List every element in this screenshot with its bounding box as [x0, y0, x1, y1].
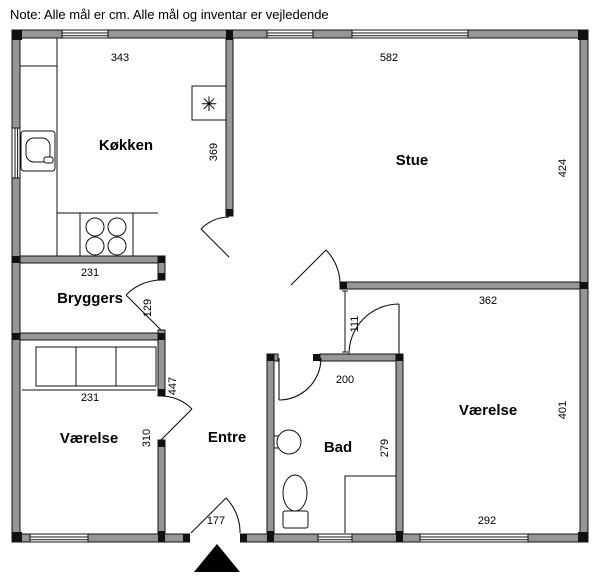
interior-walls [19, 37, 581, 535]
wall-kokken-bottom [19, 255, 166, 264]
wall-bryggers-vaerelse-divider [19, 332, 159, 341]
shower-area [344, 475, 396, 533]
door-entrance [190, 497, 241, 534]
dim-line-passage [342, 290, 348, 353]
room-label-bryggers: Bryggers [57, 290, 123, 307]
wall-bad-top [319, 353, 404, 362]
fixtures: ✳ [20, 38, 396, 533]
window-vaerelse-left-bottom [29, 534, 89, 542]
dim-vaerelse-left-depth: 310 [141, 429, 153, 447]
kitchen-counter [20, 38, 158, 256]
stove-asterisk-icon: ✳ [201, 94, 218, 116]
dim-bryggers-width: 231 [81, 267, 99, 279]
window-kokken-top [61, 30, 109, 38]
stove-oven: ✳ [191, 85, 227, 121]
dim-vaerelse-right-width-bottom: 292 [478, 515, 496, 527]
dim-entre-depth: 447 [167, 377, 179, 395]
window-kokken-left [12, 127, 20, 179]
window-vaerelse-right-bottom [419, 534, 529, 542]
room-label-vaerelse-left: Værelse [60, 430, 118, 447]
dim-entre-width-bottom: 177 [207, 515, 225, 527]
entrance-opening [190, 533, 240, 544]
dim-stue-depth: 424 [557, 159, 569, 177]
doors [125, 216, 400, 534]
wall-bad-right [395, 353, 404, 535]
kitchen-sink [20, 130, 56, 172]
dim-bryggers-door: 129 [142, 299, 154, 317]
window-stue-top-right [351, 30, 469, 38]
wall-kokken-stue-divider [225, 37, 234, 217]
room-label-kokken: Køkken [99, 137, 153, 154]
dim-bad-depth: 279 [379, 439, 391, 457]
note-text: Note: Alle mål er cm. Alle mål og invent… [10, 7, 329, 22]
dim-stue-width: 582 [380, 52, 398, 64]
door-stue [290, 249, 341, 286]
wall-stue-bottom [339, 281, 581, 290]
measurements: 343 582 369 424 231 129 362 111 447 200 … [81, 52, 569, 527]
windows [12, 30, 529, 542]
dim-kokken-depth: 369 [208, 143, 220, 161]
dim-kokken-width: 343 [111, 52, 129, 64]
toilet [282, 474, 309, 529]
room-label-entre: Entre [208, 429, 246, 446]
wall-outer-left [11, 37, 21, 535]
dim-vaerelse-left-width: 231 [81, 392, 99, 404]
door-kokken [200, 216, 230, 258]
room-labels: Køkken Stue Bryggers Værelse Entre Bad V… [57, 137, 517, 456]
window-bad-bottom [317, 534, 353, 542]
wall-hall-left-seg3 [157, 439, 166, 535]
room-label-vaerelse-right: Værelse [459, 402, 517, 419]
bathroom-sink [273, 429, 302, 455]
wall-junctions [12, 30, 588, 542]
dim-vaerelse-right-depth: 401 [557, 401, 569, 419]
door-bad [278, 357, 322, 401]
wall-bad-left [266, 353, 275, 535]
cooktop [85, 217, 127, 256]
door-bryggers [125, 279, 162, 331]
dim-bad-width: 200 [336, 374, 354, 386]
door-vaerelse-right [348, 303, 400, 355]
entrance-arrow-icon [194, 544, 240, 572]
room-label-stue: Stue [396, 152, 429, 169]
wardrobe [22, 346, 157, 391]
room-label-bad: Bad [324, 439, 352, 456]
door-vaerelse-left [160, 395, 193, 441]
dim-vaerelse-right-width-top: 362 [479, 295, 497, 307]
dim-passage-width: 111 [349, 316, 361, 333]
window-stue-top-left [266, 30, 314, 38]
